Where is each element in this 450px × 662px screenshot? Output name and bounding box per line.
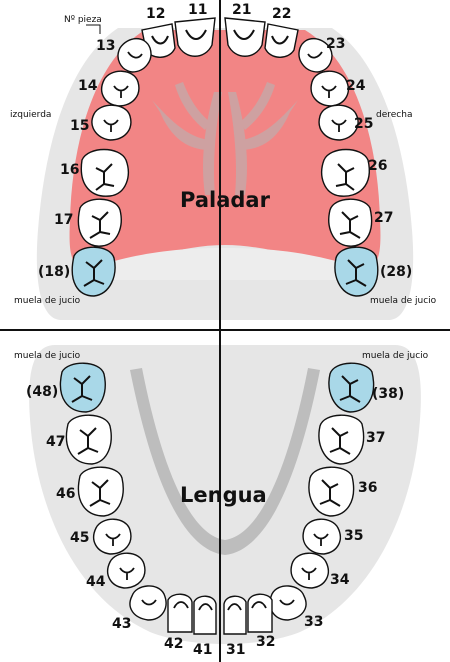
label-17: 17: [54, 212, 73, 228]
tooth-37[interactable]: [318, 414, 365, 465]
tooth-18-wisdom[interactable]: [71, 246, 116, 297]
palate-ridges: [152, 82, 298, 195]
label-11: 11: [188, 2, 207, 18]
tooth-17[interactable]: [77, 198, 122, 247]
tooth-25[interactable]: [318, 104, 359, 141]
wisdom-label-lower-right: muela de jucio: [362, 351, 429, 361]
tooth-38-wisdom[interactable]: [328, 362, 375, 413]
tooth-15[interactable]: [91, 104, 132, 141]
tooth-14[interactable]: [100, 70, 140, 107]
label-24: 24: [346, 78, 366, 94]
wisdom-label-upper-right: muela de jucio: [370, 296, 437, 306]
label-15: 15: [70, 118, 89, 134]
tooth-16[interactable]: [80, 148, 129, 197]
tooth-31[interactable]: [223, 595, 247, 635]
tooth-32[interactable]: [247, 593, 273, 633]
tooth-22[interactable]: [264, 23, 299, 58]
label-42: 42: [164, 636, 183, 652]
label-48: (48): [26, 384, 58, 400]
label-43: 43: [112, 616, 131, 632]
tooth-47[interactable]: [65, 414, 112, 465]
label-35: 35: [344, 528, 363, 544]
right-side-label: derecha: [376, 110, 412, 120]
tooth-42[interactable]: [167, 593, 193, 633]
label-18: (18): [38, 264, 70, 280]
tooth-28-wisdom[interactable]: [334, 246, 379, 297]
tooth-number-caption: Nº pieza: [64, 15, 102, 25]
label-38: (38): [372, 386, 404, 402]
tooth-23[interactable]: [298, 37, 333, 73]
tooth-33[interactable]: [269, 585, 307, 621]
tooth-13[interactable]: [117, 37, 152, 73]
label-45: 45: [70, 530, 89, 546]
tooth-36[interactable]: [308, 466, 355, 517]
tooth-35[interactable]: [302, 518, 342, 555]
tooth-48-wisdom[interactable]: [59, 362, 106, 413]
wisdom-label-upper-left: muela de jucio: [14, 296, 81, 306]
label-34: 34: [330, 572, 350, 588]
wisdom-label-lower-left: muela de jucio: [14, 351, 81, 361]
tooth-45[interactable]: [92, 518, 132, 555]
label-26: 26: [368, 158, 387, 174]
palate-bottom-curve: [100, 248, 350, 280]
label-46: 46: [56, 486, 75, 502]
label-32: 32: [256, 634, 275, 650]
label-14: 14: [78, 78, 98, 94]
label-21: 21: [232, 2, 251, 18]
caption-pointer: [86, 24, 101, 34]
tooth-43[interactable]: [129, 585, 167, 621]
label-27: 27: [374, 210, 393, 226]
label-37: 37: [366, 430, 385, 446]
tooth-46[interactable]: [77, 466, 124, 517]
left-side-label: izquierda: [10, 110, 51, 120]
tooth-27[interactable]: [328, 198, 373, 247]
tooth-41[interactable]: [193, 595, 217, 635]
label-41: 41: [193, 642, 212, 658]
label-13: 13: [96, 38, 115, 54]
tooth-11[interactable]: [174, 17, 216, 57]
label-12: 12: [146, 6, 165, 22]
label-23: 23: [326, 36, 345, 52]
label-25: 25: [354, 116, 373, 132]
label-36: 36: [358, 480, 377, 496]
label-47: 47: [46, 434, 65, 450]
label-16: 16: [60, 162, 79, 178]
label-31: 31: [226, 642, 245, 658]
tooth-44[interactable]: [106, 552, 146, 589]
palate-label: Paladar: [180, 188, 271, 212]
label-44: 44: [86, 574, 106, 590]
label-33: 33: [304, 614, 323, 630]
label-28: (28): [380, 264, 412, 280]
palate-area: [69, 30, 381, 270]
tongue-label: Lengua: [180, 483, 267, 507]
tooth-26[interactable]: [321, 148, 370, 197]
tooth-24[interactable]: [310, 70, 350, 107]
tongue-arch: [130, 368, 320, 555]
tooth-34[interactable]: [290, 552, 330, 589]
tooth-21[interactable]: [224, 17, 266, 57]
label-22: 22: [272, 6, 291, 22]
